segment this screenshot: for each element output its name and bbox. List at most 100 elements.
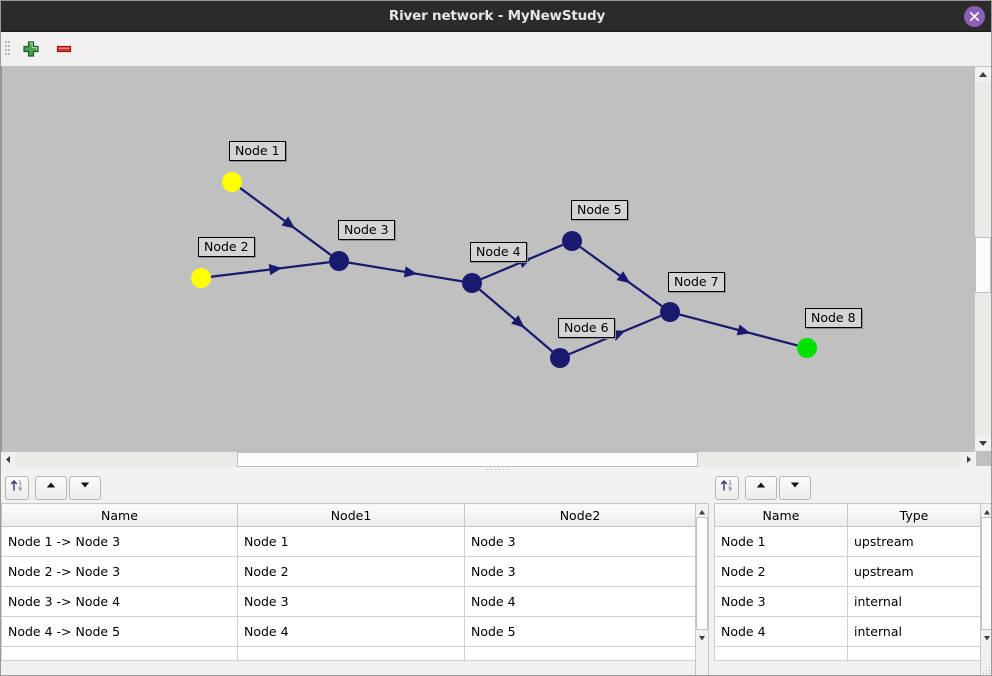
edge-arrowhead (403, 266, 418, 278)
nodes-scroll-down-button[interactable] (981, 630, 991, 643)
network-node[interactable] (797, 338, 817, 358)
canvas-vertical-scrollbar[interactable] (974, 67, 991, 451)
table-cell[interactable]: Node 2 (714, 556, 848, 587)
title-bar: River network - MyNewStudy (1, 1, 991, 32)
reaches-scroll-down-button[interactable] (696, 630, 708, 643)
table-cell[interactable]: Node 1 (714, 526, 848, 557)
reaches-scroll-up-button[interactable] (696, 504, 708, 517)
edge-arrowhead (736, 324, 751, 336)
table-row-empty[interactable] (714, 646, 981, 661)
nodes-move-up-button[interactable] (745, 476, 777, 500)
table-cell[interactable]: upstream (847, 526, 981, 557)
canvas-vscroll-thumb[interactable] (975, 237, 991, 293)
reaches-move-down-button[interactable] (69, 476, 101, 500)
table-cell[interactable]: Node 4 (714, 616, 848, 647)
column-header[interactable]: Node1 (237, 503, 465, 527)
add-node-icon[interactable] (18, 39, 44, 61)
table-cell[interactable]: Node 3 (464, 526, 696, 557)
node-label[interactable]: Node 6 (558, 318, 615, 338)
table-cell[interactable] (1, 646, 238, 661)
table-cell[interactable]: Node 1 (237, 526, 465, 557)
reaches-scroll-thumb[interactable] (696, 517, 708, 630)
table-cell[interactable]: Node 3 (464, 556, 696, 587)
svg-text:1: 1 (18, 480, 22, 486)
table-cell[interactable] (714, 646, 848, 661)
node-label[interactable]: Node 5 (571, 200, 628, 220)
table-cell[interactable]: Node 2 -> Node 3 (1, 556, 238, 587)
reaches-sort-button[interactable]: 1 9 (5, 476, 29, 500)
scroll-down-button[interactable] (975, 436, 991, 451)
node-label[interactable]: Node 4 (470, 242, 527, 262)
column-header[interactable]: Name (1, 503, 238, 527)
node-label[interactable]: Node 7 (668, 272, 725, 292)
pane-splitter[interactable] (1, 467, 991, 474)
table-cell[interactable]: Node 3 (237, 586, 465, 617)
table-cell[interactable] (237, 646, 465, 661)
column-header[interactable]: Node2 (464, 503, 696, 527)
table-cell[interactable]: upstream (847, 556, 981, 587)
nodes-scroll-thumb[interactable] (981, 517, 991, 630)
network-graph[interactable] (2, 67, 977, 466)
node-label[interactable]: Node 3 (338, 220, 395, 240)
table-cell[interactable]: Node 5 (464, 616, 696, 647)
table-cell[interactable] (847, 646, 981, 661)
toolbar-drag-handle[interactable] (5, 41, 10, 59)
table-cell[interactable]: Node 4 -> Node 5 (1, 616, 238, 647)
canvas-hscroll-thumb[interactable] (237, 452, 698, 467)
scroll-up-button[interactable] (975, 67, 991, 82)
network-node[interactable] (191, 268, 211, 288)
svg-text:9: 9 (18, 486, 22, 492)
edge-arrowhead (281, 216, 296, 229)
network-node[interactable] (462, 273, 482, 293)
network-node[interactable] (660, 302, 680, 322)
resize-grip[interactable] (983, 667, 990, 674)
scroll-left-button[interactable] (1, 452, 15, 467)
network-node[interactable] (562, 231, 582, 251)
node-label[interactable]: Node 1 (229, 141, 286, 161)
table-cell[interactable]: Node 4 (237, 616, 465, 647)
network-node[interactable] (550, 348, 570, 368)
edge-arrowhead (268, 264, 283, 276)
nodes-scroll-up-button[interactable] (981, 504, 991, 517)
table-cell[interactable]: Node 2 (237, 556, 465, 587)
node-label[interactable]: Node 8 (805, 308, 862, 328)
reaches-table-scrollbar[interactable] (695, 503, 709, 675)
column-header[interactable]: Type (847, 503, 981, 527)
edge-arrowhead (511, 315, 525, 328)
table-cell[interactable]: internal (847, 586, 981, 617)
scroll-right-button[interactable] (962, 452, 976, 467)
network-node[interactable] (329, 251, 349, 271)
reaches-move-up-button[interactable] (35, 476, 67, 500)
river-network-canvas[interactable]: Node 1 Node 2 Node 3 Node 4 Node 5 Node 6 Node… (1, 67, 991, 466)
close-icon[interactable] (964, 6, 985, 27)
nodes-move-down-button[interactable] (779, 476, 811, 500)
node-label[interactable]: Node 2 (198, 237, 255, 257)
nodes-sort-button[interactable]: 1 9 (715, 476, 739, 500)
table-row-empty[interactable] (1, 646, 696, 661)
network-node[interactable] (222, 172, 242, 192)
canvas-horizontal-scrollbar[interactable] (1, 451, 976, 467)
window-title: River network - MyNewStudy (388, 8, 606, 24)
table-cell[interactable]: Node 4 (464, 586, 696, 617)
table-cell[interactable] (464, 646, 696, 661)
column-header[interactable]: Name (714, 503, 848, 527)
edge-arrowhead (616, 271, 631, 284)
remove-node-icon[interactable] (51, 39, 77, 61)
table-cell[interactable]: Node 3 (714, 586, 848, 617)
table-cell[interactable]: Node 1 -> Node 3 (1, 526, 238, 557)
nodes-table-scrollbar[interactable] (980, 503, 991, 675)
table-cell[interactable]: internal (847, 616, 981, 647)
table-cell[interactable]: Node 3 -> Node 4 (1, 586, 238, 617)
